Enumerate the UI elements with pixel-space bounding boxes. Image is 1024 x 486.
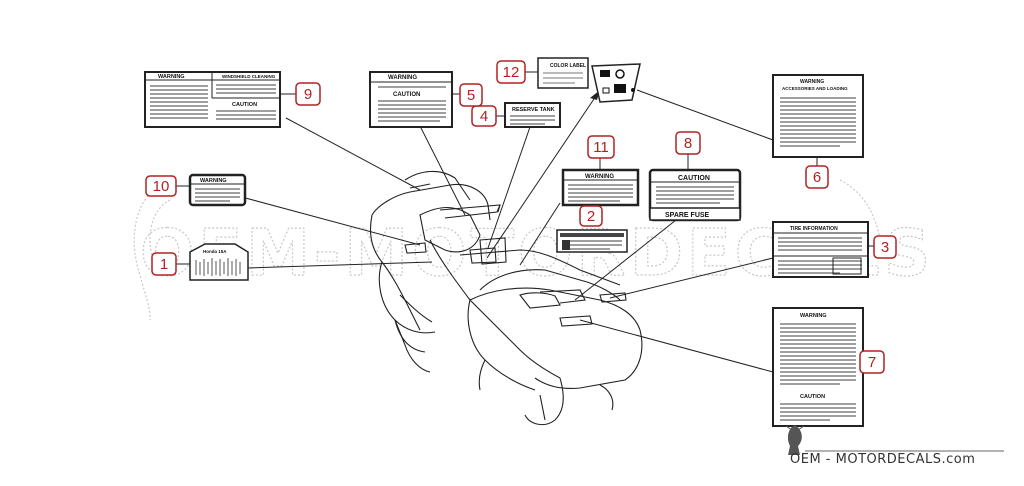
callout-3: 3 xyxy=(873,235,897,259)
callout-box xyxy=(145,175,177,197)
callout-1: 1 xyxy=(151,252,177,276)
decal-7: WARNING CAUTION xyxy=(772,307,864,427)
callout-number: 5 xyxy=(467,87,475,104)
callout-box xyxy=(805,165,829,189)
decal-1: Honda 15A xyxy=(189,243,249,281)
callout-box xyxy=(675,131,701,155)
callout-number: 9 xyxy=(304,86,312,103)
callout-number: 10 xyxy=(153,178,170,195)
decal-9-warning: WARNING xyxy=(158,74,185,80)
callout-11: 11 xyxy=(587,135,615,159)
decal-10-warning: WARNING xyxy=(200,178,227,184)
decal-4: RESERVE TANK xyxy=(504,102,561,128)
decal-11-warning: WARNING xyxy=(585,174,614,180)
callout-10: 10 xyxy=(145,175,177,197)
callout-box xyxy=(579,205,603,227)
decal-6-warning: WARNING xyxy=(800,79,824,85)
decal-3-title: TIRE INFORMATION xyxy=(790,226,838,232)
callout-box xyxy=(873,235,897,259)
callout-number: 3 xyxy=(881,239,889,256)
callout-12: 12 xyxy=(496,60,526,84)
decal-6-sub: ACCESSORIES AND LOADING xyxy=(782,86,848,91)
callout-4: 4 xyxy=(471,105,497,127)
callout-number: 1 xyxy=(160,256,168,273)
callout-box xyxy=(459,83,483,107)
decal-12: COLOR LABEL xyxy=(537,57,589,89)
decal-5: WARNING CAUTION xyxy=(369,71,453,128)
callout-8: 8 xyxy=(675,131,701,155)
callout-6: 6 xyxy=(805,165,829,189)
callout-box xyxy=(587,135,615,159)
decal-4-title: RESERVE TANK xyxy=(512,107,555,113)
color-label-location xyxy=(591,63,641,103)
footer-logo-icon xyxy=(785,425,805,455)
decal-5-warning: WARNING xyxy=(388,75,417,81)
callout-9: 9 xyxy=(295,82,321,106)
decal-2 xyxy=(556,229,628,253)
decal-7-caution: CAUTION xyxy=(800,394,825,400)
callout-2: 2 xyxy=(579,205,603,227)
footer-brand: OEM - MOTORDECALS.com xyxy=(790,452,976,467)
callout-number: 2 xyxy=(587,208,595,225)
motorcycle-drawing xyxy=(369,170,643,426)
callout-box xyxy=(859,350,885,374)
callout-number: 4 xyxy=(480,108,488,125)
decal-8-caution: CAUTION xyxy=(678,175,710,182)
decal-9: WARNING WINDSHIELD CLEANING CAUTION xyxy=(144,71,281,128)
callout-box xyxy=(295,82,321,106)
callout-box xyxy=(151,252,177,276)
callout-number: 12 xyxy=(503,64,520,81)
callout-7: 7 xyxy=(859,350,885,374)
callout-box xyxy=(496,60,526,84)
decal-9-windshield: WINDSHIELD CLEANING xyxy=(222,74,276,79)
decal-11: WARNING xyxy=(561,168,640,207)
decal-6: WARNING ACCESSORIES AND LOADING xyxy=(772,74,864,158)
callout-box xyxy=(471,105,497,127)
decal-8: CAUTION SPARE FUSE xyxy=(648,168,742,222)
callout-number: 6 xyxy=(813,169,821,186)
decal-5-caution: CAUTION xyxy=(393,92,420,98)
decal-10: WARNING xyxy=(188,173,247,207)
decal-9-caution: CAUTION xyxy=(232,102,257,108)
decal-3: TIRE INFORMATION xyxy=(772,221,869,278)
callout-number: 11 xyxy=(593,139,609,156)
decal-7-warning: WARNING xyxy=(800,313,827,319)
decal-12-title: COLOR LABEL xyxy=(550,63,586,69)
leader-lines xyxy=(237,89,774,373)
decal-1-title: Honda 15A xyxy=(203,249,227,254)
callout-number: 8 xyxy=(684,135,692,152)
callout-number: 7 xyxy=(868,354,876,371)
decal-8-spare-fuse: SPARE FUSE xyxy=(665,212,710,219)
callout-5: 5 xyxy=(459,83,483,107)
